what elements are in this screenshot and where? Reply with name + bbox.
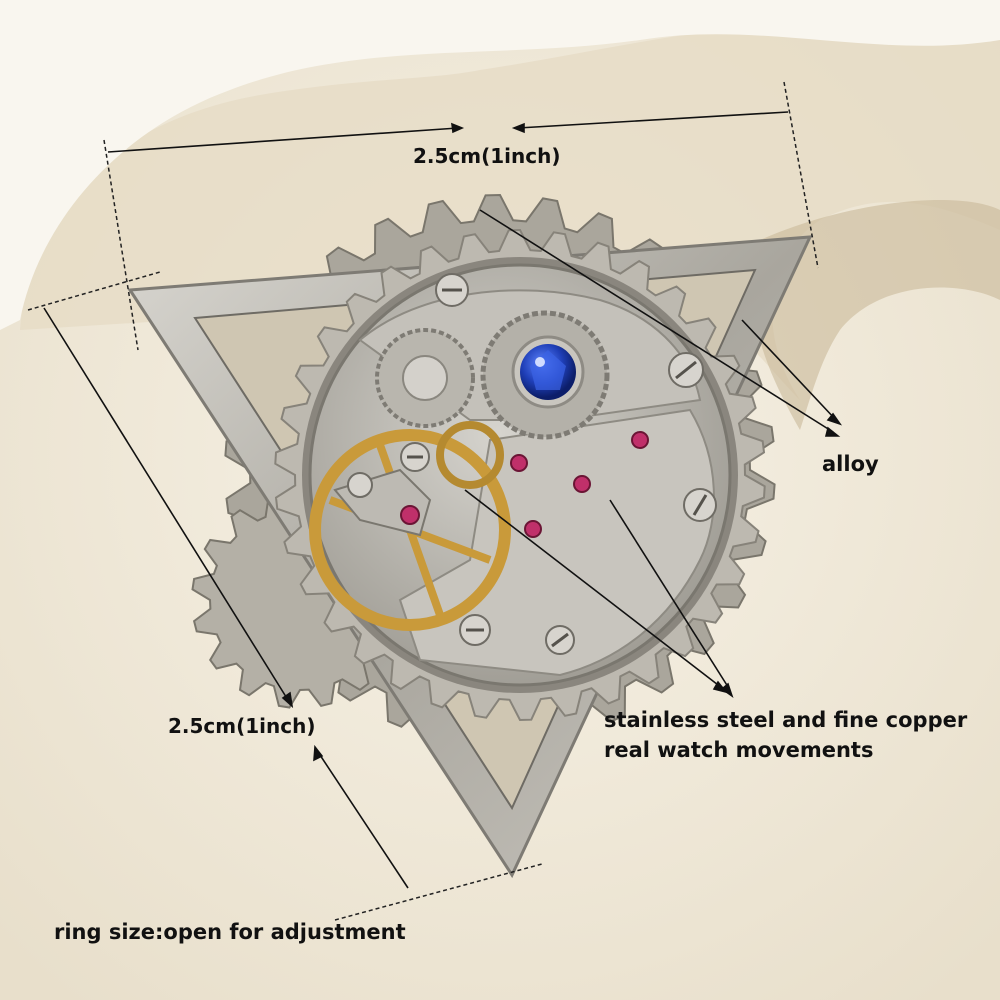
ring-stand-top xyxy=(0,0,1000,330)
material-frame-label: alloy xyxy=(822,452,879,476)
side-dimension-label: 2.5cm(1inch) xyxy=(168,714,316,738)
ruby-jewel xyxy=(400,431,649,538)
ring-size-label: ring size:open for adjustment xyxy=(54,920,406,944)
dimension-lines xyxy=(27,81,819,921)
top-dimension-label: 2.5cm(1inch) xyxy=(413,144,561,168)
blue-crystal xyxy=(511,335,585,409)
balance-wheel xyxy=(309,429,511,631)
ring-stand-hole xyxy=(752,200,1000,430)
pointer-lines xyxy=(464,209,843,699)
watch-movement xyxy=(302,257,738,693)
movement-label-line2: real watch movements xyxy=(604,738,874,762)
dimension-arrow xyxy=(43,111,789,889)
movement-label-line1: stainless steel and fine copper xyxy=(604,708,968,732)
